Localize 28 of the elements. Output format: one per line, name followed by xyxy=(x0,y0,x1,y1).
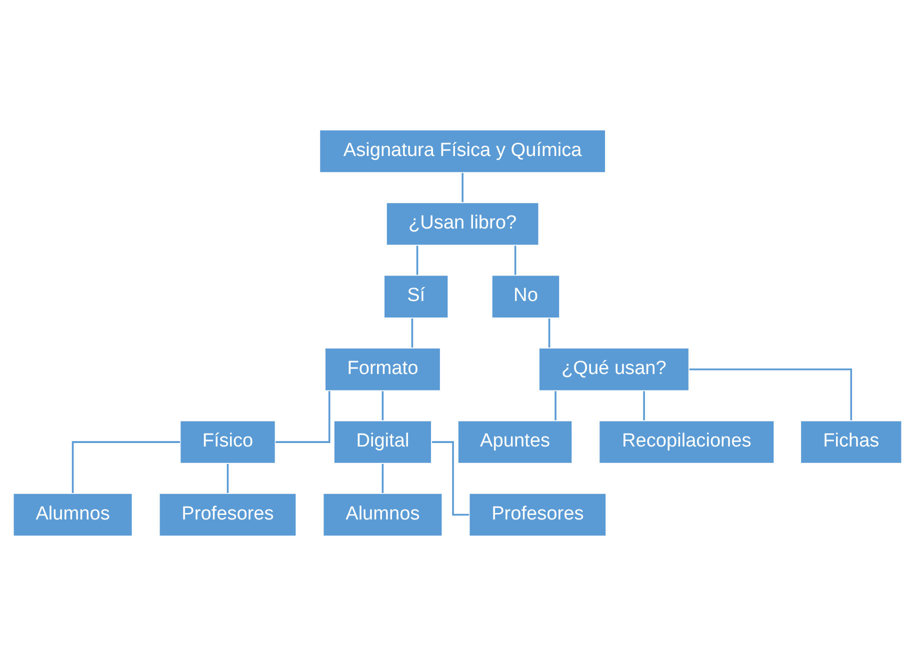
node-box: Apuntes xyxy=(457,420,573,464)
node-box: Profesores xyxy=(158,492,297,536)
node-box: ¿Usan libro? xyxy=(386,201,540,246)
node-box: Sí xyxy=(383,274,449,318)
connector xyxy=(689,368,852,420)
node-box: Alumnos xyxy=(322,492,443,536)
connector xyxy=(411,318,414,348)
node-box: No xyxy=(491,274,560,318)
node-box: ¿Qué usan? xyxy=(538,346,690,391)
connector xyxy=(72,440,180,492)
connector xyxy=(548,318,550,348)
node-box: Asignatura Física y Química xyxy=(318,128,606,173)
node-box: Físico xyxy=(179,420,276,464)
connector xyxy=(554,390,556,420)
connector xyxy=(382,390,384,420)
node-box: Profesores xyxy=(468,492,607,536)
node-box: Fichas xyxy=(800,420,902,464)
connector xyxy=(416,245,418,274)
connector xyxy=(382,463,384,492)
node-box: Formato xyxy=(324,346,442,391)
connector xyxy=(276,390,330,442)
node-box: Alumnos xyxy=(12,492,133,536)
connector xyxy=(643,390,645,420)
connector xyxy=(514,245,516,274)
connector xyxy=(226,463,229,492)
node-box: Digital xyxy=(333,420,432,464)
connector xyxy=(462,172,464,202)
node-box: Recopilaciones xyxy=(598,420,775,464)
